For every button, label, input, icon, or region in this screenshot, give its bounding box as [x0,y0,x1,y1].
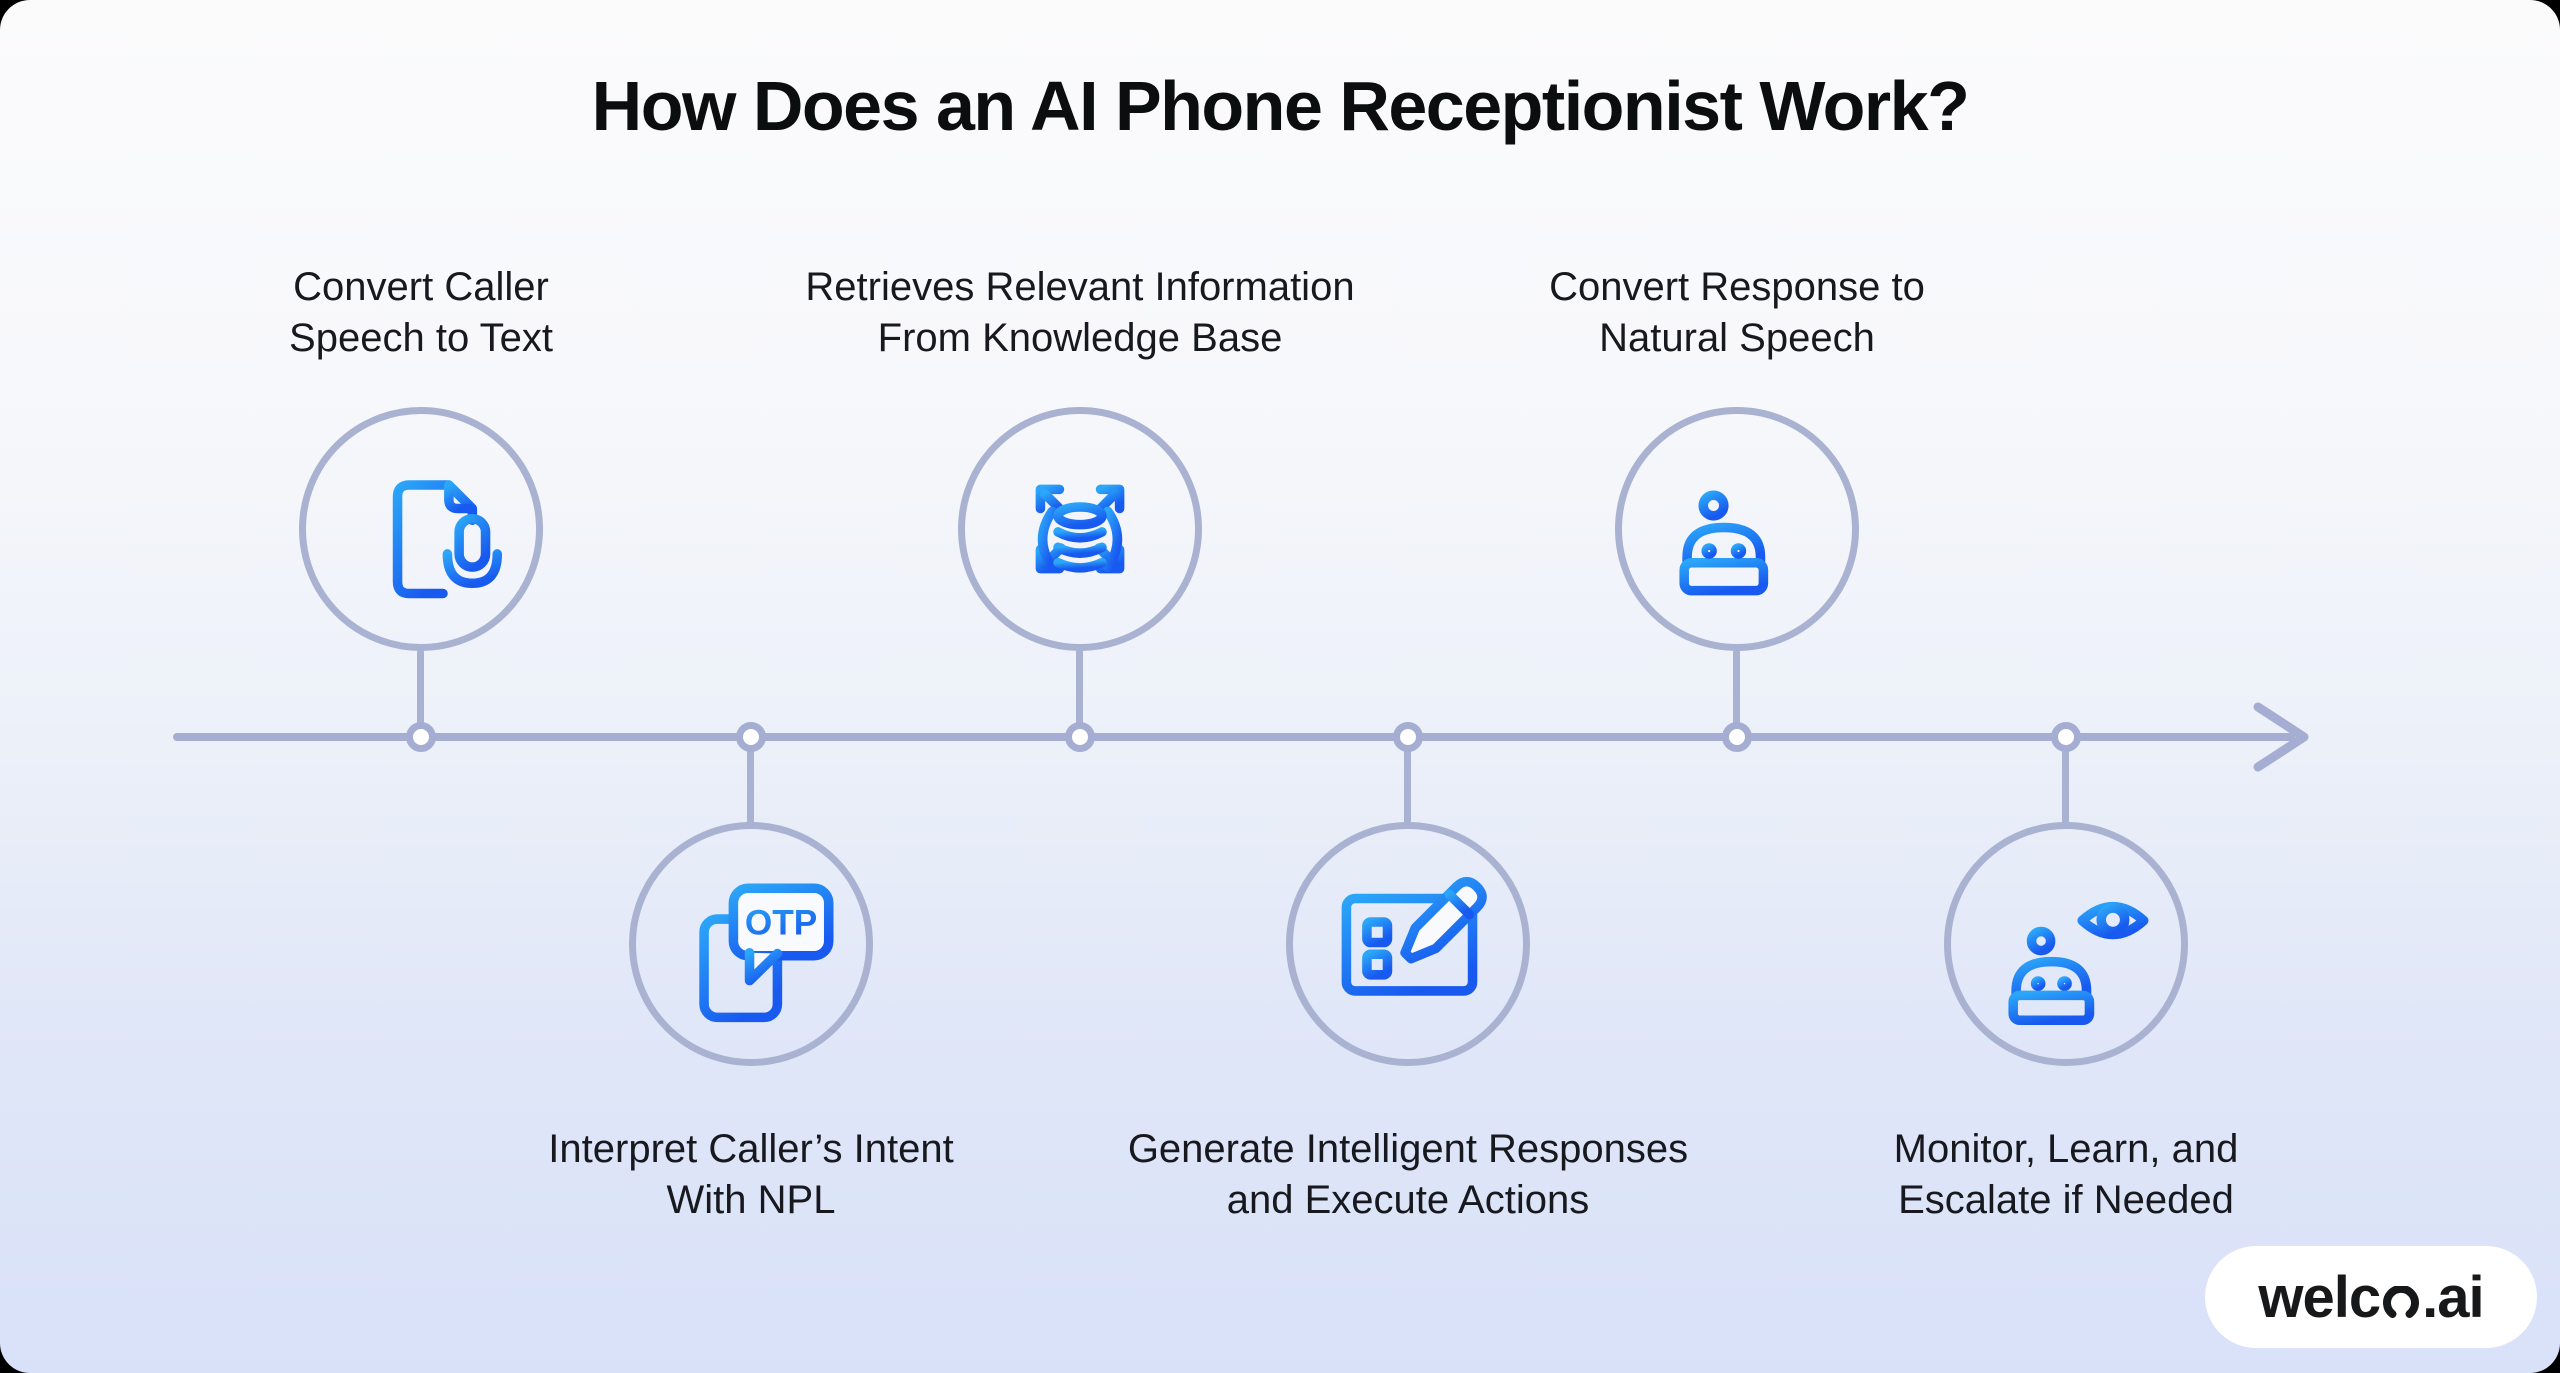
step-label-5-line1: Convert Response to [1549,265,1925,309]
step-circle-1 [299,407,543,651]
step-label-3-line1: Retrieves Relevant Information [805,265,1355,309]
timeline-dot-5 [1722,722,1752,752]
timeline-arrowhead-icon [2253,702,2309,772]
document-microphone-icon [392,480,503,606]
step-label-5: Convert Response to Natural Speech [1387,262,2087,364]
step-label-3-line2: From Knowledge Base [877,316,1283,361]
otp-phone-icon: OTP [699,883,834,1023]
step-label-2-line1: Interpret Caller’s Intent [548,1127,954,1171]
step-circle-3 [958,407,1202,651]
robot-speech-wave-icon [1679,464,1819,596]
timeline-line [173,733,2295,741]
page-title: How Does an AI Phone Receptionist Work? [591,67,1970,145]
knowledge-base-sync-icon [1035,484,1125,574]
step-label-2: Interpret Caller’s Intent With NPL [401,1124,1101,1226]
timeline-dot-1 [406,722,436,752]
logo-o-glyph-icon [2383,1286,2420,1318]
timeline-dot-6 [2051,722,2081,752]
step-circle-4 [1286,822,1530,1066]
brand-logo: welc .ai [2205,1246,2537,1348]
step-label-5-line2: Natural Speech [1599,316,1875,361]
step-label-4-line1: Generate Intelligent Responses [1127,1127,1689,1171]
step-label-3: Retrieves Relevant Information From Know… [730,262,1430,364]
monitor-edit-icon [1341,876,1487,1009]
connector-step-2 [747,735,754,825]
step-label-2-line2: With NPL [666,1178,836,1223]
connector-step-4 [1404,735,1411,825]
robot-monitor-eye-icon [2008,902,2149,1026]
logo-text-pre: welc [2258,1264,2381,1330]
step-label-1-line1: Convert Caller [293,265,549,309]
connector-step-3 [1076,649,1083,739]
connector-step-5 [1733,649,1740,739]
otp-bubble-text: OTP [745,903,817,942]
connector-step-6 [2062,735,2069,825]
step-circle-2: OTP [629,822,873,1066]
step-label-4: Generate Intelligent Responses and Execu… [1058,1124,1758,1226]
timeline-dot-3 [1065,722,1095,752]
step-label-6-line1: Monitor, Learn, and [1893,1127,2239,1171]
step-label-1: Convert Caller Speech to Text [71,262,771,364]
step-label-6: Monitor, Learn, and Escalate if Needed [1716,1124,2416,1226]
step-label-1-line2: Speech to Text [289,316,553,361]
timeline-dot-2 [736,722,766,752]
timeline-dot-4 [1393,722,1423,752]
connector-step-1 [417,649,424,739]
step-label-4-line2: and Execute Actions [1226,1178,1590,1223]
step-label-6-line2: Escalate if Needed [1898,1178,2234,1223]
step-circle-5 [1615,407,1859,651]
logo-text-post: .ai [2422,1264,2484,1330]
step-circle-6 [1944,822,2188,1066]
